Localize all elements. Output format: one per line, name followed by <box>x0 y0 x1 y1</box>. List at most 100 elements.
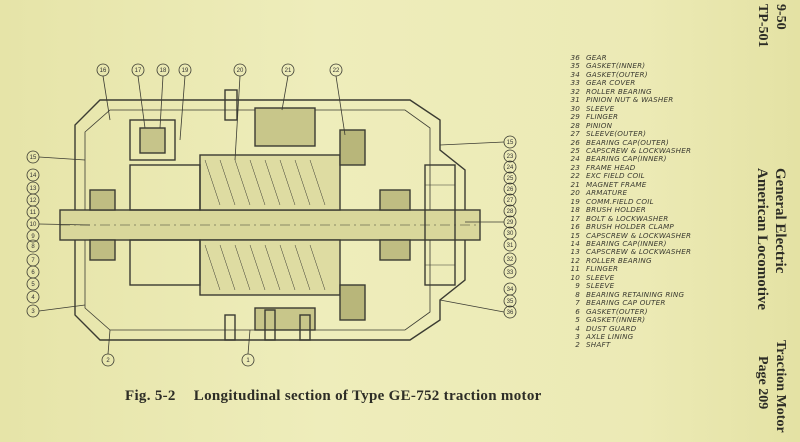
part-number: 32 <box>570 86 580 96</box>
part-name: SLEEVE <box>586 272 615 282</box>
part-number: 19 <box>570 196 580 206</box>
part-number: 3 <box>575 331 580 341</box>
part-name: BEARING CAP(INNER) <box>586 238 667 248</box>
parts-list-item: 28 PINION <box>562 120 732 130</box>
part-name: ROLLER BEARING <box>586 255 652 265</box>
part-number: 17 <box>570 213 580 223</box>
part-number: 11 <box>570 264 580 274</box>
callout-top-19: 19 <box>182 68 189 74</box>
parts-list-item: 8 BEARING RETAINING RING <box>562 289 732 299</box>
callout-left-12: 12 <box>30 198 37 204</box>
part-name: BOLT & LOCKWASHER <box>586 213 669 223</box>
part-name: EXC FIELD COIL <box>586 171 645 181</box>
publisher-line-1: American Locomotive <box>754 168 770 311</box>
part-name: BRUSH HOLDER <box>586 205 646 215</box>
figure-title: Longitudinal section of Type GE-752 trac… <box>193 388 542 404</box>
parts-list-item: 5 GASKET(INNER) <box>562 315 732 325</box>
part-number: 26 <box>570 137 580 147</box>
parts-list-item: 12 ROLLER BEARING <box>562 255 732 265</box>
callout-bottom-1: 1 <box>246 358 250 364</box>
part-number: 14 <box>570 238 580 248</box>
parts-list-item: 17 BOLT & LOCKWASHER <box>562 213 732 223</box>
part-number: 28 <box>570 120 580 130</box>
figure-number: Fig. 5-2 <box>125 388 176 404</box>
part-number: 9 <box>575 281 580 291</box>
parts-list-item: 26 BEARING CAP(OUTER) <box>562 137 732 147</box>
part-name: BEARING CAP(INNER) <box>586 154 667 164</box>
callout-right-24: 24 <box>507 165 514 171</box>
callout-top-21: 21 <box>285 68 292 74</box>
parts-list-item: 16 BRUSH HOLDER CLAMP <box>562 222 732 232</box>
part-name: AXLE LINING <box>586 331 634 341</box>
parts-list-item: 18 BRUSH HOLDER <box>562 205 732 215</box>
part-name: CAPSCREW & LOCKWASHER <box>586 230 692 240</box>
page-header-margin: TP-501 9-50 American Locomotive General … <box>744 0 800 442</box>
part-number: 36 <box>570 53 580 62</box>
part-number: 7 <box>575 298 580 308</box>
part-name: GASKET(INNER) <box>586 315 646 325</box>
part-number: 25 <box>570 145 580 155</box>
part-name: PINION <box>586 120 613 130</box>
callout-right-26: 26 <box>507 187 514 193</box>
part-name: BEARING CAP(OUTER) <box>586 137 670 147</box>
part-number: 2 <box>575 340 580 350</box>
part-number: 24 <box>570 154 580 164</box>
callout-right-33: 33 <box>507 270 514 276</box>
callout-left-14: 14 <box>30 173 37 179</box>
part-number: 6 <box>575 306 580 316</box>
parts-list-item: 14 BEARING CAP(INNER) <box>562 238 732 248</box>
part-number: 5 <box>575 315 580 325</box>
callout-left-13: 13 <box>30 186 37 192</box>
part-number: 18 <box>570 205 580 215</box>
part-number: 8 <box>575 289 580 299</box>
callout-top-17: 17 <box>135 68 142 74</box>
section-title: Traction Motor <box>773 340 788 433</box>
part-number: 33 <box>570 78 580 88</box>
part-name: GEAR <box>586 53 607 62</box>
parts-list-item: 6 GASKET(OUTER) <box>562 306 732 316</box>
part-number: 21 <box>570 179 580 189</box>
part-name: SHAFT <box>586 340 611 350</box>
part-name: SLEEVE(OUTER) <box>586 129 647 139</box>
part-name: SLEEVE <box>586 103 615 113</box>
callout-right-25: 25 <box>507 176 514 182</box>
callout-right-34: 34 <box>507 287 514 293</box>
callout-left-5: 5 <box>31 282 35 288</box>
part-number: 16 <box>570 222 580 232</box>
part-name: ARMATURE <box>586 188 628 198</box>
part-name: CAPSCREW & LOCKWASHER <box>586 145 692 155</box>
parts-list-item: 3 AXLE LINING <box>562 331 732 341</box>
part-name: BEARING RETAINING RING <box>586 289 685 299</box>
part-number: 12 <box>570 255 580 265</box>
part-name: GASKET(OUTER) <box>586 306 648 316</box>
callout-left-9: 9 <box>31 234 35 240</box>
part-number: 29 <box>570 112 580 122</box>
doc-date: 9-50 <box>773 4 788 30</box>
part-name: FRAME HEAD <box>586 162 636 172</box>
parts-list-item: 2 SHAFT <box>562 340 732 350</box>
callout-right-27: 27 <box>507 198 514 204</box>
motor-section-drawing: 16 17 18 19 20 21 22 15 14 13 12 11 10 9… <box>26 63 517 367</box>
callout-right-29: 29 <box>507 220 514 226</box>
part-name: BRUSH HOLDER CLAMP <box>586 222 674 232</box>
callout-right-30: 30 <box>507 231 514 237</box>
callout-right-15: 15 <box>507 140 514 146</box>
callout-left-11: 11 <box>30 210 37 216</box>
